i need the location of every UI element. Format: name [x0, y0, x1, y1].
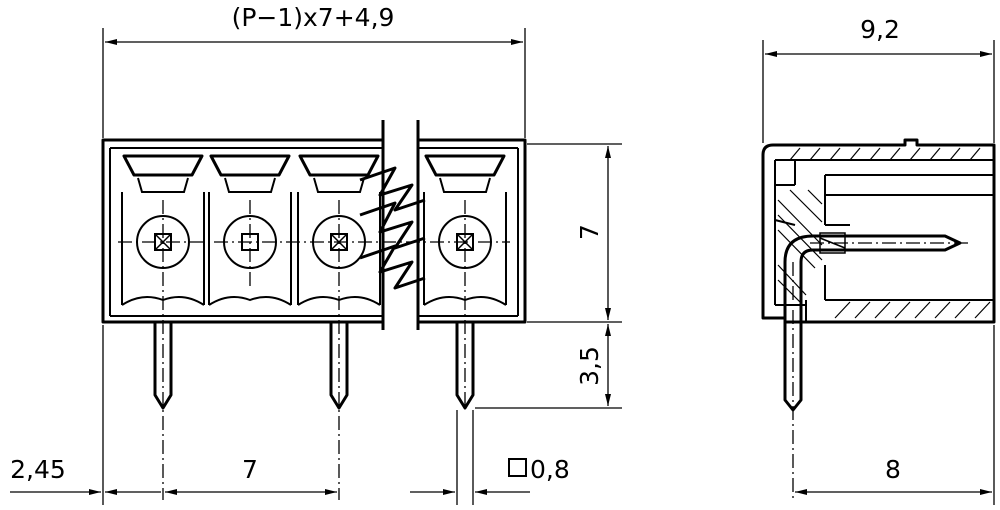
center-lines	[118, 200, 510, 500]
dim-pin-to-back: 8	[885, 455, 901, 484]
dim-pin-size: 0,8	[530, 455, 570, 484]
dim-depth: 9,2	[860, 15, 900, 44]
dim-pitch: 7	[242, 455, 258, 484]
hatching	[777, 147, 991, 319]
side-view: 9,2 8	[761, 15, 996, 505]
housing-outline	[101, 120, 527, 330]
front-dimensions	[10, 28, 622, 505]
side-dimensions	[762, 40, 995, 505]
dim-overall-length: (P−1)x7+4,9	[232, 3, 395, 32]
dim-pin-length: 3,5	[575, 346, 604, 386]
dim-edge-offset: 2,45	[10, 455, 66, 484]
side-housing	[761, 138, 996, 324]
dim-body-height: 7	[575, 224, 604, 240]
front-view: (P−1)x7+4,9 7 3,5 2,45 7 0,8	[10, 3, 622, 505]
pins	[153, 322, 475, 410]
square-pin-symbol	[508, 458, 527, 477]
